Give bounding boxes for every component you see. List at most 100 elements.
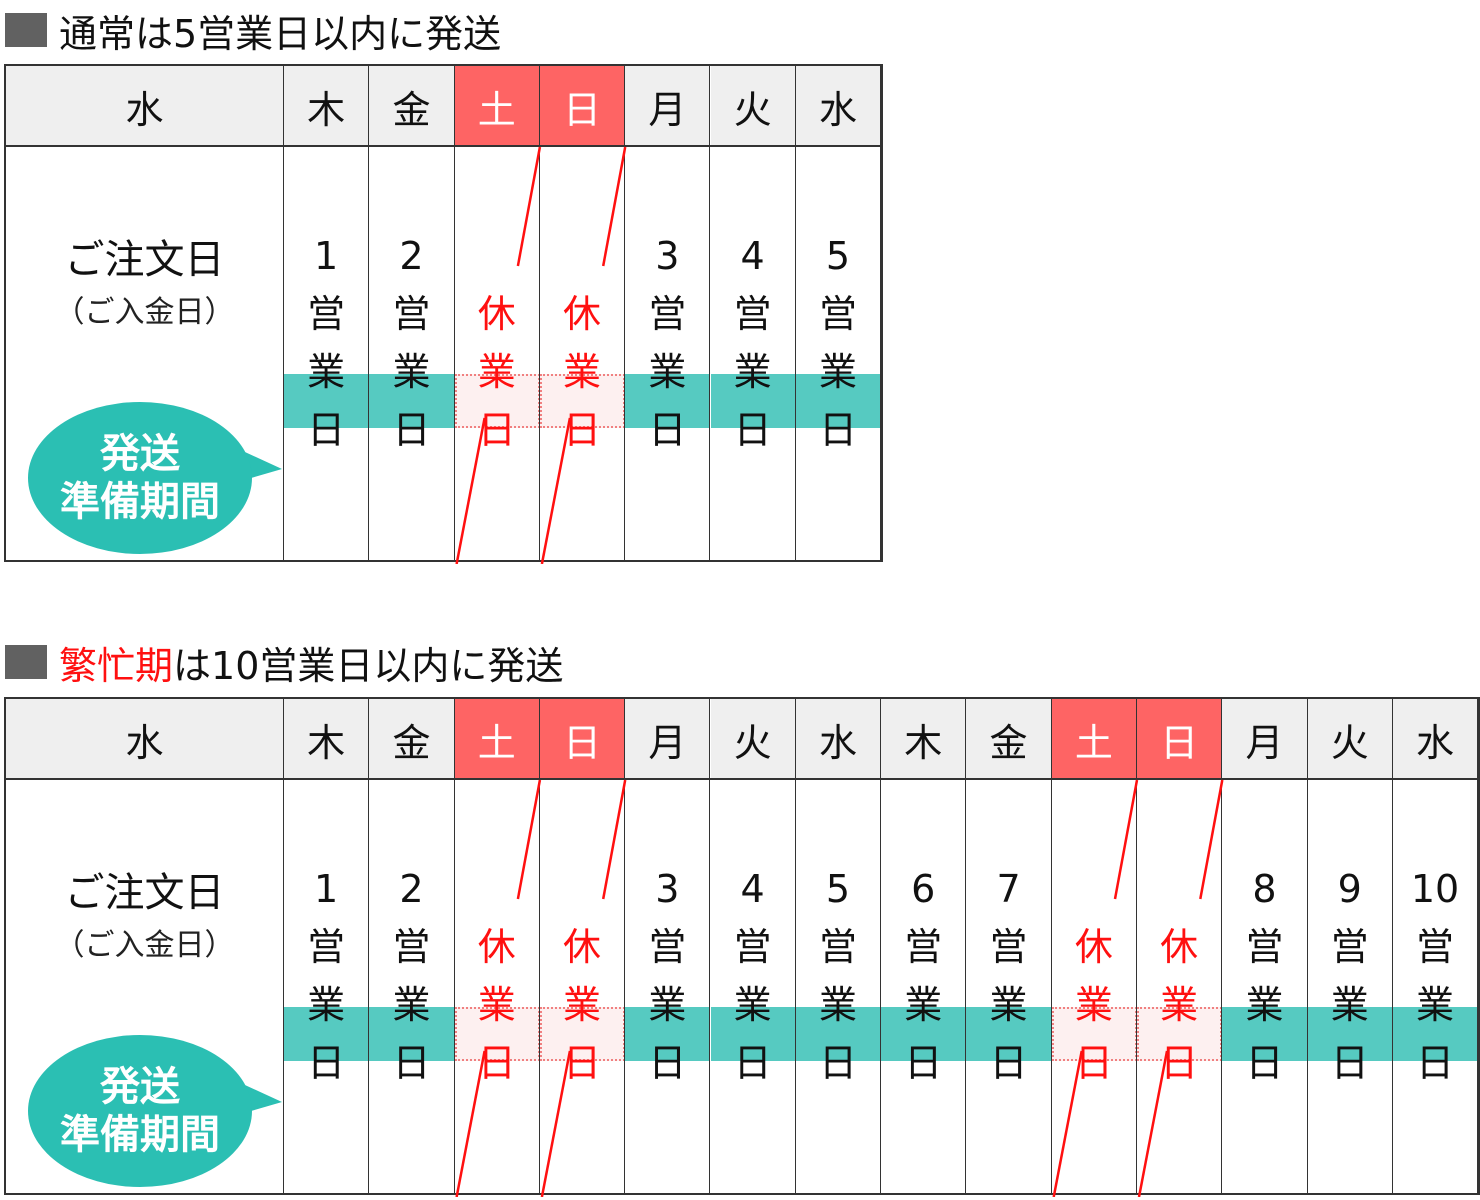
business-day-char: 業 (392, 983, 431, 1027)
business-day-char: 営 (648, 292, 687, 336)
prep-bar-segment (369, 374, 455, 428)
holiday-char: 日 (1160, 1041, 1199, 1085)
holiday-column: 休業日 (1052, 780, 1137, 1193)
holiday-char: 業 (563, 350, 602, 394)
business-day-char: 営 (307, 925, 346, 969)
header-day-holiday: 日 (539, 66, 626, 146)
order-date-cell: ご注文日（ご入金日）発送準備期間 (6, 147, 284, 560)
business-day-char: 業 (904, 983, 943, 1027)
business-day-char: 営 (648, 925, 687, 969)
business-day-char: 3 (655, 234, 680, 278)
business-day-char: 業 (733, 983, 772, 1027)
header-day-workday: 月 (625, 699, 711, 779)
business-day-char: 営 (1330, 925, 1369, 969)
holiday-label: 休業日 (455, 285, 539, 459)
business-day-char: 業 (1245, 983, 1284, 1027)
prep-bar-segment (1222, 1007, 1308, 1061)
holiday-label: 休業日 (455, 918, 539, 1092)
business-day-char: 1 (314, 234, 339, 278)
business-day-char: 営 (307, 292, 346, 336)
holiday-label: 休業日 (1052, 918, 1136, 1092)
header-day-workday: 金 (369, 66, 455, 146)
prep-bar-segment (625, 1007, 711, 1061)
business-day-char: 日 (989, 1041, 1028, 1085)
business-day-char: 9 (1337, 867, 1362, 911)
business-day-char: 業 (648, 983, 687, 1027)
business-day-char: 業 (818, 983, 857, 1027)
holiday-char: 休 (477, 925, 516, 969)
business-day-char: 4 (740, 234, 765, 278)
header-day-holiday: 日 (1137, 699, 1223, 779)
business-day-char: 営 (392, 925, 431, 969)
holiday-char: 業 (477, 983, 516, 1027)
business-day-char: 日 (818, 1041, 857, 1085)
business-day-char: 日 (392, 408, 431, 452)
title-text: 通常は5営業日以内に発送 (59, 11, 502, 56)
holiday-char: 休 (563, 292, 602, 336)
payment-date-label: （ご入金日） (54, 928, 235, 963)
header-day-workday: 火 (710, 66, 796, 146)
business-day-char: 5 (825, 867, 851, 911)
business-day-char: 営 (733, 292, 772, 336)
holiday-column: 休業日 (455, 147, 540, 560)
holiday-char: 業 (1160, 983, 1199, 1027)
title-square-icon (5, 645, 47, 679)
business-day-char: 営 (818, 925, 857, 969)
holiday-label: 休業日 (540, 918, 624, 1092)
business-day-char: 日 (1330, 1041, 1369, 1085)
holiday-char: 日 (477, 1041, 516, 1085)
order-date-label: ご注文日 (64, 237, 225, 283)
holiday-char: 休 (477, 292, 516, 336)
business-day-char: 業 (1330, 983, 1369, 1027)
header-divider (6, 778, 1479, 780)
holiday-char: 日 (477, 408, 516, 452)
prep-bar-segment (369, 1007, 455, 1061)
business-day-char: 営 (989, 925, 1028, 969)
prep-period-bubble: 発送準備期間 (28, 402, 252, 554)
prep-bar-segment (710, 374, 796, 428)
holiday-char: 休 (563, 925, 602, 969)
prep-bar-segment (966, 1007, 1052, 1061)
header-day-workday: 金 (966, 699, 1052, 779)
header-day-holiday: 土 (454, 699, 540, 779)
business-day-char: 日 (307, 1041, 346, 1085)
prep-period-bubble: 発送準備期間 (28, 1035, 252, 1187)
prep-bar-segment (1307, 1007, 1393, 1061)
bubble-line: 準備期間 (60, 479, 220, 525)
holiday-char: 休 (1074, 925, 1113, 969)
business-day-column: 9 営業日 (1308, 780, 1393, 1193)
business-day-char: 2 (399, 867, 424, 911)
holiday-char: 業 (477, 350, 516, 394)
business-day-char: 日 (307, 408, 346, 452)
business-day-char: 業 (307, 983, 346, 1027)
header-day-workday: 火 (710, 699, 796, 779)
holiday-column: 休業日 (540, 780, 626, 1193)
business-day-char: 日 (733, 408, 772, 452)
section-title: 通常は5営業日以内に発送 (5, 5, 502, 56)
header-order-day: 水 (6, 699, 284, 779)
order-date-label: ご注文日 (64, 870, 225, 916)
business-day-char: 営 (392, 292, 431, 336)
header-divider (6, 145, 882, 147)
header-day-holiday: 土 (454, 66, 540, 146)
header-day-workday: 水 (1392, 699, 1479, 779)
header-day-workday: 木 (284, 699, 370, 779)
prep-bar-segment (625, 374, 711, 428)
order-date-cell: ご注文日 （ご入金日） 発送準備期間 (6, 780, 284, 1193)
business-day-char: 6 (911, 867, 936, 911)
